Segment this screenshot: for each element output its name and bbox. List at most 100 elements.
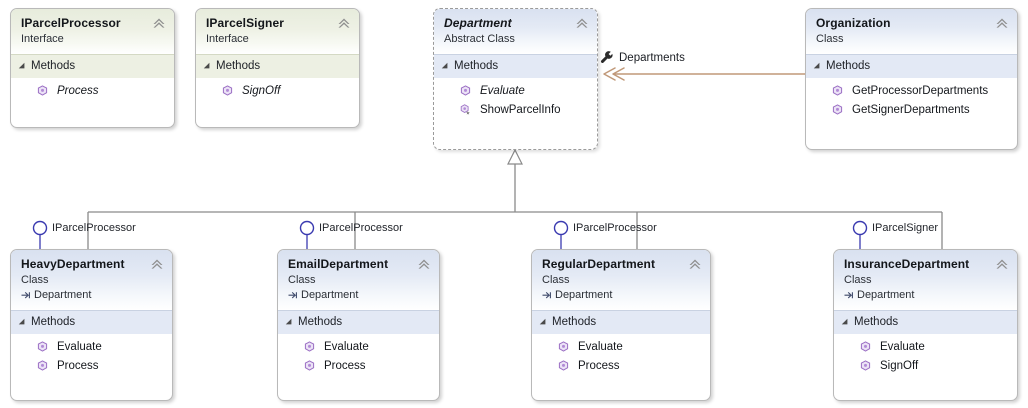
- class-node-emaildepartment[interactable]: EmailDepartment Class Department Methods: [277, 249, 440, 401]
- members-list: SignOff: [196, 78, 359, 107]
- method-icon: [860, 341, 871, 352]
- members-band[interactable]: Methods: [434, 54, 597, 78]
- node-stereotype: Class: [21, 274, 49, 286]
- expander-triangle-icon[interactable]: [539, 318, 549, 327]
- collapse-chevron-icon[interactable]: [337, 17, 351, 28]
- members-band-label: Methods: [31, 316, 76, 328]
- member-label: ShowParcelInfo: [480, 103, 561, 116]
- wrench-icon: [600, 51, 613, 63]
- method-icon: [558, 360, 569, 371]
- node-base-label: Department: [857, 289, 915, 301]
- node-header: HeavyDepartment Class Department: [11, 250, 172, 310]
- expander-triangle-icon[interactable]: [285, 318, 295, 327]
- member-row[interactable]: Evaluate: [278, 337, 439, 356]
- expander-triangle-icon[interactable]: [203, 62, 213, 71]
- node-base-class: Department: [542, 288, 700, 302]
- member-row[interactable]: Process: [11, 356, 172, 375]
- members-band[interactable]: Methods: [532, 310, 710, 334]
- member-label: Process: [324, 359, 366, 372]
- members-band-label: Methods: [298, 316, 343, 328]
- method-icon: [37, 341, 48, 352]
- expander-triangle-icon[interactable]: [18, 318, 28, 327]
- expander-triangle-icon[interactable]: [441, 62, 451, 71]
- member-label: SignOff: [242, 84, 281, 97]
- method-icon: [37, 85, 48, 96]
- class-node-iparcelsigner[interactable]: IParcelSigner Interface Methods SignOff: [195, 8, 360, 128]
- node-header: Organization Class: [806, 9, 1017, 54]
- member-row[interactable]: Evaluate: [834, 337, 1017, 356]
- method-icon: [37, 360, 48, 371]
- lollipop-connectors: [32, 220, 868, 249]
- collapse-chevron-icon[interactable]: [417, 258, 431, 269]
- node-header: InsuranceDepartment Class Department: [834, 250, 1017, 310]
- node-base-class: Department: [288, 288, 429, 302]
- member-row[interactable]: Process: [11, 81, 174, 100]
- inheritance-arrow-icon: [288, 291, 297, 299]
- collapse-chevron-icon[interactable]: [150, 258, 164, 269]
- collapse-chevron-icon[interactable]: [575, 17, 589, 28]
- collapse-chevron-icon[interactable]: [995, 17, 1009, 28]
- class-node-insurancedepartment[interactable]: InsuranceDepartment Class Department Met…: [833, 249, 1018, 401]
- method-icon: [304, 341, 315, 352]
- inheritance-arrow-icon: [542, 291, 551, 299]
- members-band[interactable]: Methods: [11, 54, 174, 78]
- method-icon: [832, 85, 843, 96]
- expander-triangle-icon[interactable]: [18, 62, 28, 71]
- node-base-label: Department: [34, 289, 92, 301]
- member-label: Evaluate: [578, 340, 623, 353]
- lollipop-label-regulardepartment: IParcelProcessor: [573, 222, 657, 234]
- members-band[interactable]: Methods: [196, 54, 359, 78]
- member-row[interactable]: Process: [532, 356, 710, 375]
- node-stereotype: Class: [816, 33, 844, 45]
- members-band[interactable]: Methods: [834, 310, 1017, 334]
- member-row[interactable]: Evaluate: [434, 81, 597, 100]
- members-band[interactable]: Methods: [806, 54, 1017, 78]
- member-row[interactable]: Evaluate: [532, 337, 710, 356]
- association-connector-departments: [603, 67, 805, 81]
- class-node-heavydepartment[interactable]: HeavyDepartment Class Department Methods: [10, 249, 173, 401]
- member-row[interactable]: GetSignerDepartments: [806, 100, 1017, 119]
- node-base-label: Department: [555, 289, 613, 301]
- node-title: Department: [444, 16, 512, 30]
- member-row[interactable]: SignOff: [834, 356, 1017, 375]
- member-label: GetSignerDepartments: [852, 103, 970, 116]
- class-node-organization[interactable]: Organization Class Methods GetProcessorD…: [805, 8, 1018, 150]
- collapse-chevron-icon[interactable]: [688, 258, 702, 269]
- inheritance-arrow-icon: [21, 291, 30, 299]
- class-node-regulardepartment[interactable]: RegularDepartment Class Department Metho…: [531, 249, 711, 401]
- node-header: RegularDepartment Class Department: [532, 250, 710, 310]
- node-stereotype: Class: [844, 274, 872, 286]
- members-band[interactable]: Methods: [11, 310, 172, 334]
- node-title: IParcelSigner: [206, 16, 285, 30]
- expander-triangle-icon[interactable]: [813, 62, 823, 71]
- expander-triangle-icon[interactable]: [841, 318, 851, 327]
- members-band-label: Methods: [552, 316, 597, 328]
- node-title: RegularDepartment: [542, 257, 656, 271]
- node-header: Department Abstract Class: [434, 9, 597, 54]
- members-band-label: Methods: [826, 60, 871, 72]
- members-list: Evaluate ShowParcelInfo: [434, 78, 597, 126]
- members-band[interactable]: Methods: [278, 310, 439, 334]
- members-list: Evaluate Process: [11, 334, 172, 382]
- class-node-department[interactable]: Department Abstract Class Methods Evalua…: [433, 8, 598, 150]
- method-icon: [558, 341, 569, 352]
- node-header: IParcelSigner Interface: [196, 9, 359, 54]
- association-label: Departments: [619, 51, 685, 64]
- method-static-icon: [460, 104, 470, 115]
- inheritance-connector: [87, 148, 943, 249]
- method-icon: [460, 85, 471, 96]
- class-node-iparcelprocessor[interactable]: IParcelProcessor Interface Methods Proce…: [10, 8, 175, 128]
- collapse-chevron-icon[interactable]: [152, 17, 166, 28]
- method-icon: [222, 85, 233, 96]
- member-row[interactable]: ShowParcelInfo: [434, 100, 597, 119]
- member-row[interactable]: GetProcessorDepartments: [806, 81, 1017, 100]
- member-row[interactable]: Evaluate: [11, 337, 172, 356]
- members-list: GetProcessorDepartments GetSignerDepartm…: [806, 78, 1017, 126]
- node-title: InsuranceDepartment: [844, 257, 970, 271]
- association-label-group: Departments: [600, 50, 685, 65]
- member-row[interactable]: SignOff: [196, 81, 359, 100]
- node-title: HeavyDepartment: [21, 257, 125, 271]
- collapse-chevron-icon[interactable]: [995, 258, 1009, 269]
- member-row[interactable]: Process: [278, 356, 439, 375]
